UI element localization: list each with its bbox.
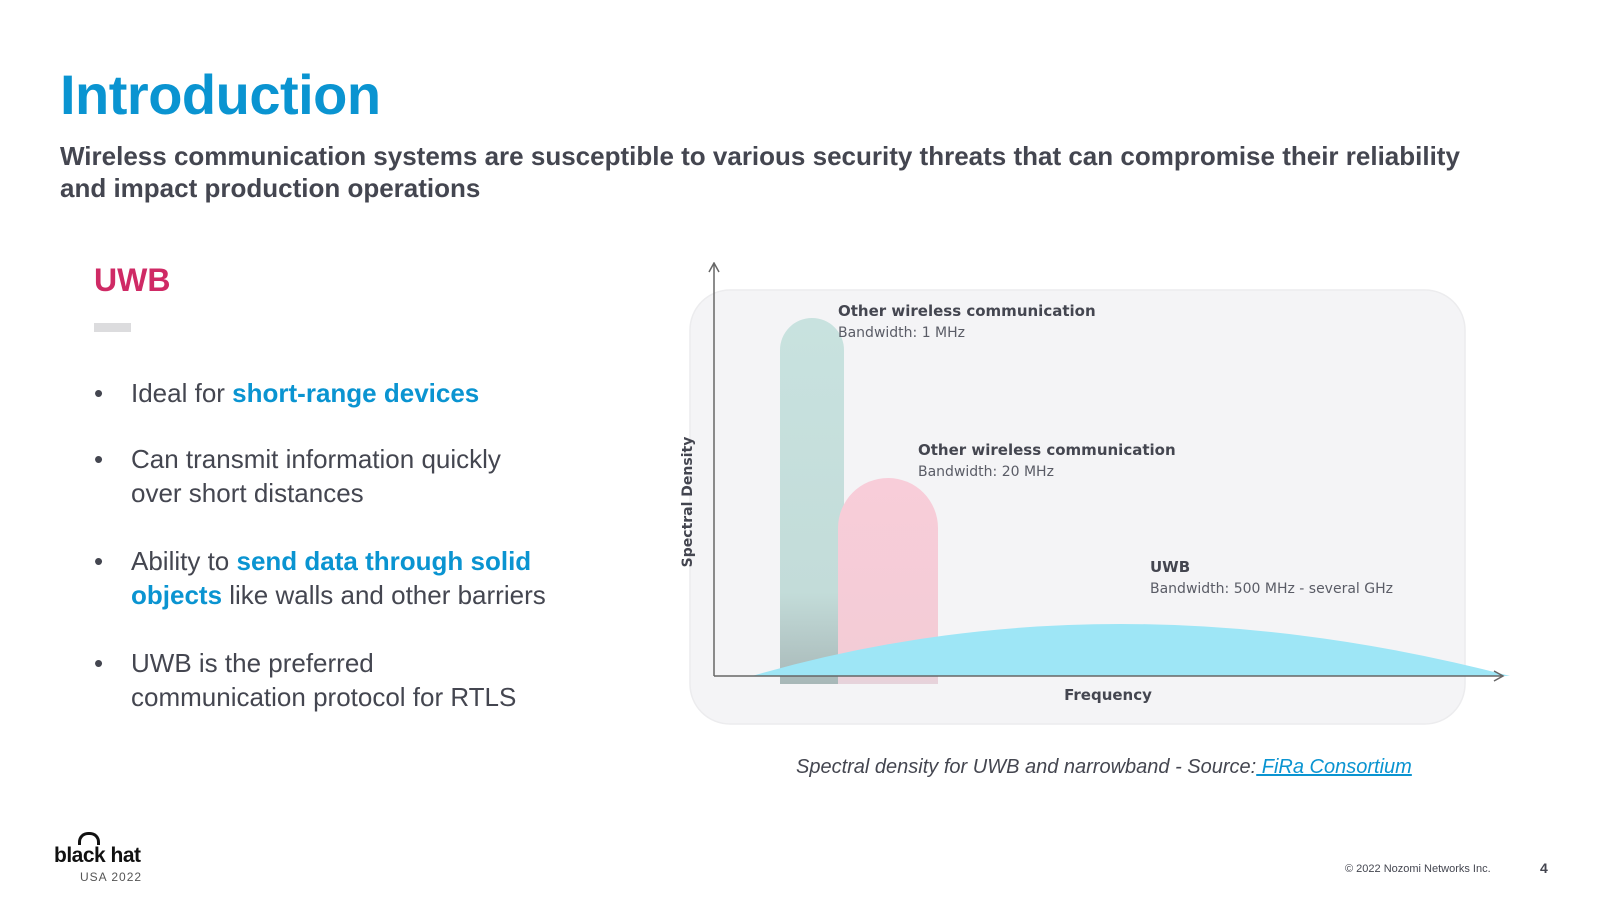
y-axis-label: Spectral Density bbox=[680, 437, 696, 568]
signal-3-bandwidth: Bandwidth: 500 MHz - several GHz bbox=[1150, 581, 1393, 597]
bullet-item: Can transmit information quickly over sh… bbox=[94, 442, 614, 510]
signal-2-title: Other wireless communication bbox=[918, 441, 1176, 459]
x-axis-arrow bbox=[1493, 670, 1505, 682]
bullet-list: Ideal for short-range devices Can transm… bbox=[94, 376, 614, 714]
fira-consortium-link[interactable]: FiRa Consortium bbox=[1256, 756, 1412, 778]
page-number: 4 bbox=[1540, 860, 1548, 876]
slide-subtitle: Wireless communication systems are susce… bbox=[60, 141, 1460, 203]
slide-title: Introduction bbox=[60, 63, 381, 126]
uwb-signal bbox=[752, 624, 1510, 676]
narrowband-20mhz-signal bbox=[838, 478, 938, 684]
spectral-density-figure: Spectral Density Frequency Other wireles… bbox=[680, 262, 1550, 742]
bullet-item: Ideal for short-range devices bbox=[94, 376, 614, 410]
signal-2-bandwidth: Bandwidth: 20 MHz bbox=[918, 464, 1054, 480]
footer-copyright: © 2022 Nozomi Networks Inc. bbox=[1345, 863, 1491, 875]
signal-3-title: UWB bbox=[1150, 558, 1190, 576]
section-divider bbox=[94, 323, 131, 332]
signal-1-title: Other wireless communication bbox=[838, 302, 1096, 320]
bullet-item: UWB is the preferred communication proto… bbox=[94, 646, 614, 714]
hat-icon bbox=[78, 832, 100, 845]
narrowband-1mhz-signal bbox=[780, 318, 844, 684]
bullet-item: Ability to send data through solidobject… bbox=[94, 544, 614, 612]
x-axis-label: Frequency bbox=[1064, 686, 1152, 704]
y-axis-arrow bbox=[708, 262, 720, 273]
section-heading: UWB bbox=[94, 262, 171, 298]
black-hat-logo: black hat USA 2022 bbox=[54, 832, 174, 884]
figure-caption: Spectral density for UWB and narrowband … bbox=[796, 756, 1412, 778]
signal-1-bandwidth: Bandwidth: 1 MHz bbox=[838, 325, 965, 341]
